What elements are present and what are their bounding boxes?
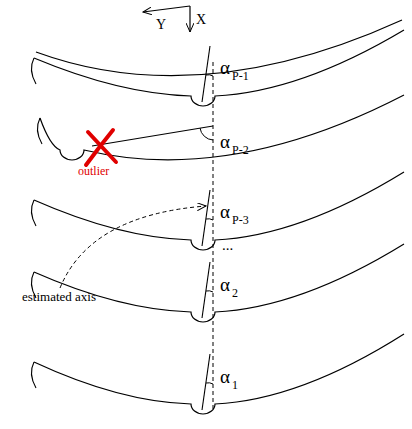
angle-symbol: α xyxy=(220,132,230,151)
angle-symbol: α xyxy=(220,367,230,386)
angle-symbol: α xyxy=(220,275,230,294)
y-axis-arrow xyxy=(143,6,190,12)
axis-label: Y xyxy=(156,18,166,32)
estimated-axis-line xyxy=(213,62,214,412)
slice-group xyxy=(31,30,404,414)
slice-outline xyxy=(34,334,404,414)
slice-edge xyxy=(31,58,36,84)
slice-outline xyxy=(34,30,404,106)
axis-label: X xyxy=(196,13,206,27)
angle-subscript: 2 xyxy=(232,287,238,299)
angle-symbol: α xyxy=(220,58,230,77)
slice-angle-line xyxy=(202,262,210,318)
angle-symbol: α xyxy=(220,202,230,221)
slice-edge xyxy=(37,118,42,144)
slice-angle-line xyxy=(202,190,210,246)
ellipsis: ... xyxy=(222,238,233,253)
slice-edge xyxy=(31,362,36,388)
slice-outline xyxy=(36,20,402,76)
outlier-cross xyxy=(86,130,116,165)
angle-arc xyxy=(200,128,213,140)
angle-subscript: 1 xyxy=(232,379,238,391)
angle-subscript: P-2 xyxy=(232,144,249,156)
leader-arrow xyxy=(60,206,206,288)
angle-arc xyxy=(206,219,213,220)
angle-subscript: P-1 xyxy=(232,70,249,82)
x-axis-arrow xyxy=(189,6,190,32)
angle-arc xyxy=(206,75,213,76)
slice-angle-line xyxy=(202,46,210,102)
angle-arc xyxy=(206,291,213,292)
slice-angle-line xyxy=(202,354,210,410)
slice-edge xyxy=(31,200,36,226)
angle-subscript: P-3 xyxy=(232,214,249,226)
slice-outline xyxy=(34,172,404,250)
slice-outline xyxy=(34,244,404,322)
outlier-label: outlier xyxy=(78,165,109,177)
angle-arc xyxy=(206,383,213,384)
leader-label: estimated axis xyxy=(22,290,96,303)
